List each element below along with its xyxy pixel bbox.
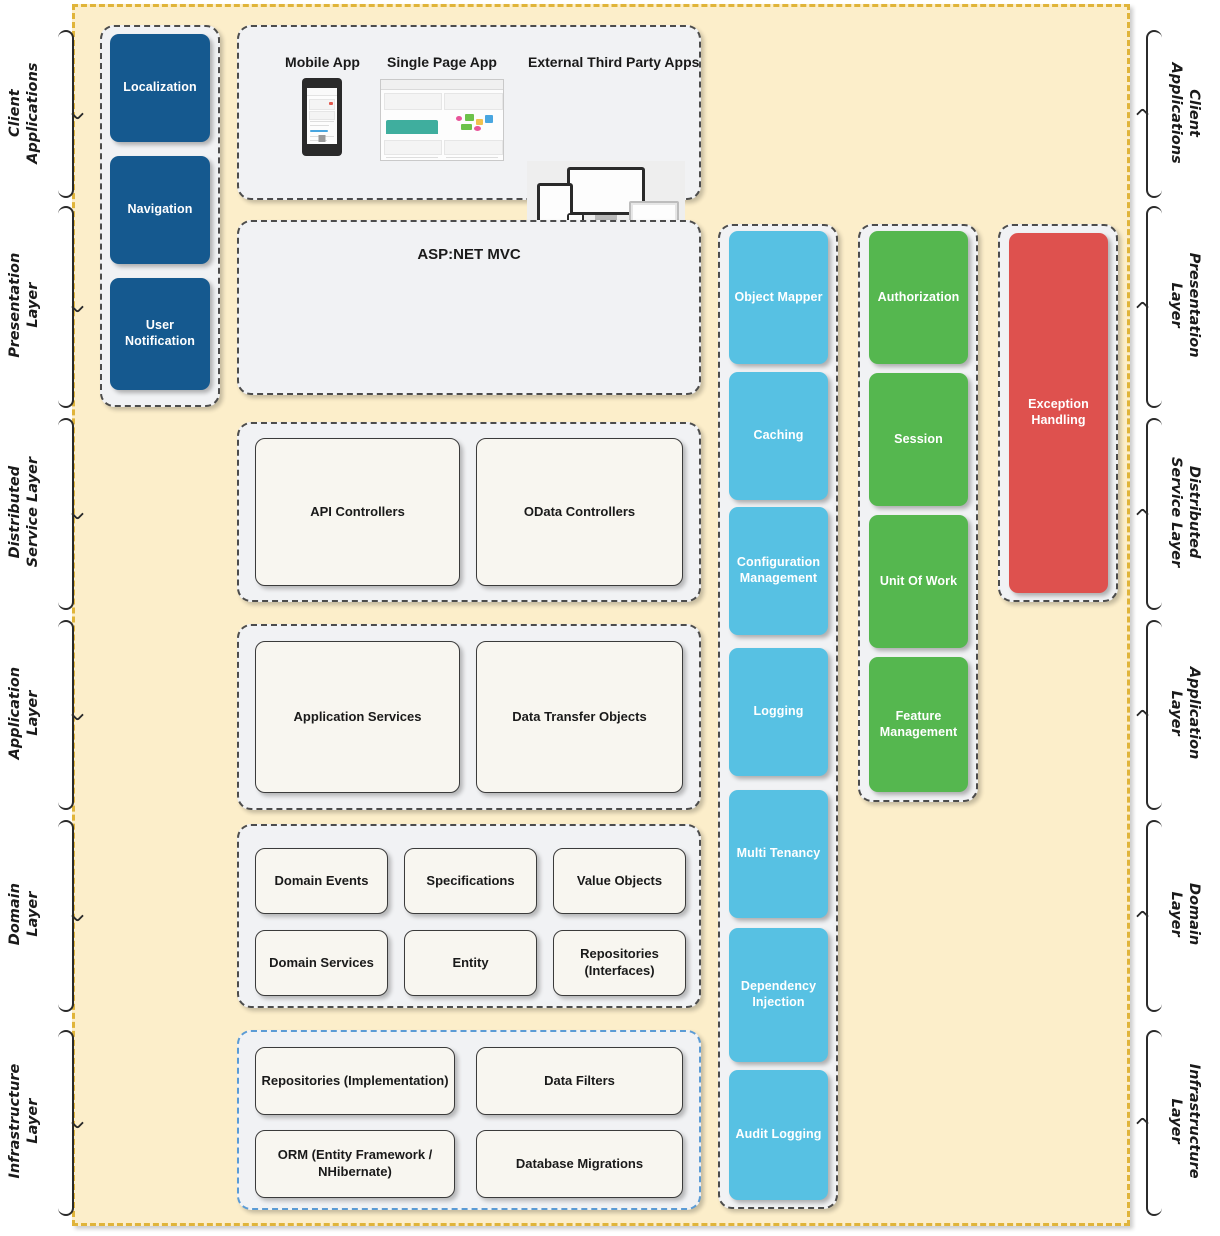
bracket-left-distributed-service-layer	[58, 418, 84, 610]
card-repositories-implementation[interactable]: Repositories (Implementation)	[255, 1047, 455, 1115]
tile-user-notification[interactable]: User Notification	[110, 278, 210, 390]
tile-dependency-injection[interactable]: Dependency Injection	[729, 928, 828, 1062]
card-value-objects[interactable]: Value Objects	[553, 848, 686, 914]
tile-authorization[interactable]: Authorization	[869, 231, 968, 364]
bracket-left-domain-layer	[58, 820, 84, 1012]
card-data-filters[interactable]: Data Filters	[476, 1047, 683, 1115]
layer-label-right-distributed-service-layer: Distributed Service Layer	[1168, 456, 1203, 568]
layer-label-left-infrastructure-layer: Infrastructure Layer	[6, 1063, 41, 1179]
tile-audit-logging[interactable]: Audit Logging	[729, 1070, 828, 1200]
tile-configuration-management[interactable]: Configuration Management	[729, 507, 828, 635]
caption-mobile-app: Mobile App	[285, 54, 360, 70]
card-orm[interactable]: ORM (Entity Framework / NHibernate)	[255, 1130, 455, 1198]
layer-label-left-application-layer: Application Layer	[6, 666, 41, 760]
layer-label-right-application-layer: Application Layer	[1168, 666, 1203, 760]
tile-caching[interactable]: Caching	[729, 372, 828, 500]
card-domain-events[interactable]: Domain Events	[255, 848, 388, 914]
card-data-transfer-objects[interactable]: Data Transfer Objects	[476, 641, 683, 793]
card-specifications[interactable]: Specifications	[404, 848, 537, 914]
bracket-right-distributed-service-layer	[1136, 418, 1162, 610]
tile-unit-of-work[interactable]: Unit Of Work	[869, 515, 968, 648]
layer-label-right-infrastructure-layer: Infrastructure Layer	[1168, 1063, 1203, 1179]
bracket-right-client-applications	[1136, 30, 1162, 198]
card-database-migrations[interactable]: Database Migrations	[476, 1130, 683, 1198]
layer-label-right-client-applications: Client Applications	[1168, 62, 1203, 164]
phone-screen	[307, 88, 337, 144]
bracket-left-infrastructure-layer	[58, 1030, 84, 1216]
card-application-services[interactable]: Application Services	[255, 641, 460, 793]
tile-multi-tenancy[interactable]: Multi Tenancy	[729, 790, 828, 918]
card-repositories-interfaces[interactable]: Repositories (Interfaces)	[553, 930, 686, 996]
bracket-right-domain-layer	[1136, 820, 1162, 1012]
bracket-right-application-layer	[1136, 620, 1162, 810]
caption-single-page-app: Single Page App	[387, 54, 497, 70]
tile-localization[interactable]: Localization	[110, 34, 210, 142]
tile-session[interactable]: Session	[869, 373, 968, 506]
card-domain-services[interactable]: Domain Services	[255, 930, 388, 996]
bracket-left-presentation-layer	[58, 206, 84, 408]
layer-label-right-domain-layer: Domain Layer	[1168, 883, 1203, 946]
card-api-controllers[interactable]: API Controllers	[255, 438, 460, 586]
caption-external-third-party-apps: External Third Party Apps	[528, 54, 700, 70]
tile-object-mapper[interactable]: Object Mapper	[729, 231, 828, 364]
bracket-left-application-layer	[58, 620, 84, 810]
browser-chrome	[381, 80, 503, 90]
presentation-layer-group	[237, 220, 701, 395]
mobile-app-mockup	[302, 78, 342, 156]
layer-label-left-client-applications: Client Applications	[6, 62, 41, 164]
aspnet-mvc-title: ASP:NET MVC	[417, 246, 521, 263]
bracket-left-client-applications	[58, 30, 84, 198]
tile-logging[interactable]: Logging	[729, 648, 828, 776]
single-page-app-mockup	[380, 79, 504, 161]
layer-label-right-presentation-layer: Presentation Layer	[1168, 252, 1203, 358]
layer-label-left-distributed-service-layer: Distributed Service Layer	[6, 456, 41, 568]
card-entity[interactable]: Entity	[404, 930, 537, 996]
tile-exception-handling[interactable]: Exception Handling	[1009, 233, 1108, 593]
card-odata-controllers[interactable]: OData Controllers	[476, 438, 683, 586]
tile-navigation[interactable]: Navigation	[110, 156, 210, 264]
spa-dashboard-art	[381, 90, 503, 160]
layer-label-left-presentation-layer: Presentation Layer	[6, 252, 41, 358]
bracket-right-presentation-layer	[1136, 206, 1162, 408]
layer-label-left-domain-layer: Domain Layer	[6, 883, 41, 946]
bracket-right-infrastructure-layer	[1136, 1030, 1162, 1216]
tile-feature-management[interactable]: Feature Management	[869, 657, 968, 792]
